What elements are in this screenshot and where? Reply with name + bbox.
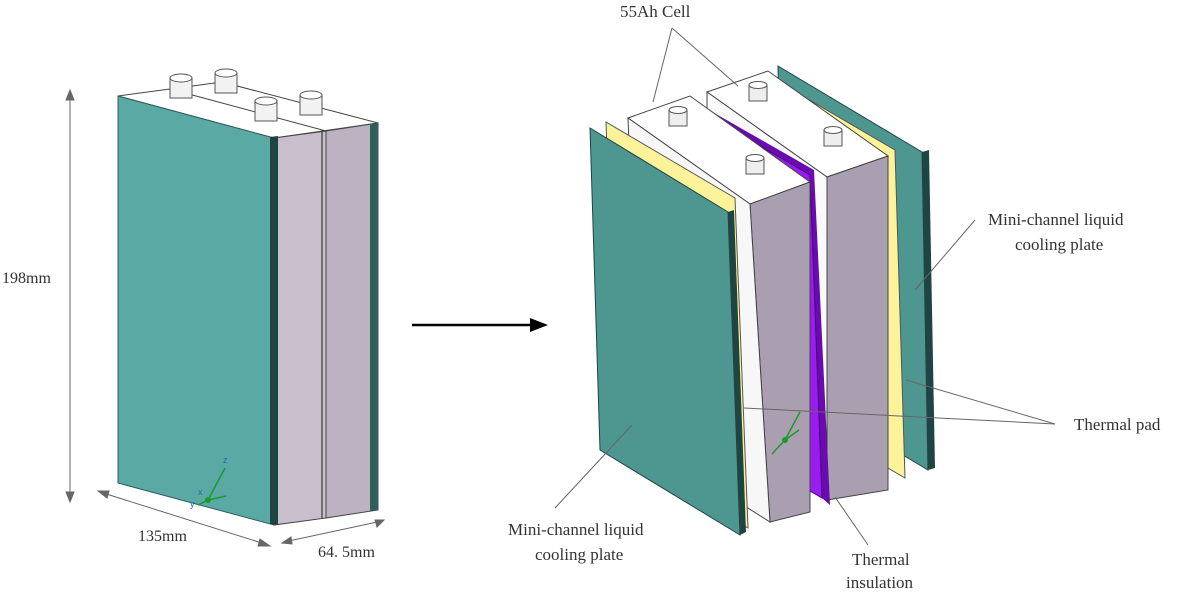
thermal-insulation-label-line2: insulation <box>846 573 914 592</box>
cooling-plate-right-label-line1: Mini-channel liquid <box>988 210 1124 229</box>
width-dimension-label: 135mm <box>138 528 187 545</box>
module-terminal <box>299 90 323 116</box>
axis-x-label: x <box>198 487 203 497</box>
module-side-face-front <box>273 130 327 526</box>
axis-z-label: z <box>223 455 228 465</box>
cooling-plate-left-label-line2: cooling plate <box>535 545 623 564</box>
height-dimension-label: 198mm <box>2 270 51 287</box>
depth-dimension-label: 64. 5mm <box>318 544 375 561</box>
axis-origin-icon <box>205 497 211 503</box>
dimension-lines <box>65 88 386 547</box>
axis-y-label: y <box>190 499 195 509</box>
exploded-module <box>589 65 935 536</box>
transition-arrow <box>412 318 548 332</box>
left-battery-module: z x y <box>117 68 379 526</box>
axis-origin-right-icon <box>782 437 788 443</box>
thermal-insulation-label-line1: Thermal <box>852 550 910 569</box>
thermal-pad-label: Thermal pad <box>1074 415 1161 434</box>
module-top-divider <box>169 88 327 132</box>
module-terminal <box>254 96 278 122</box>
module-back-plate-edge <box>370 123 378 511</box>
cell-label: 55Ah Cell <box>620 2 691 21</box>
module-terminal <box>214 68 238 94</box>
module-terminal <box>169 73 193 99</box>
leader-lines <box>554 27 1056 546</box>
cooling-plate-left-label-line1: Mini-channel liquid <box>508 520 644 539</box>
module-front-plate-edge <box>270 136 278 525</box>
front-cooling-plate <box>589 127 746 536</box>
cooling-plate-right-label-line2: cooling plate <box>1015 235 1103 254</box>
module-front-cooling-plate <box>117 95 275 526</box>
